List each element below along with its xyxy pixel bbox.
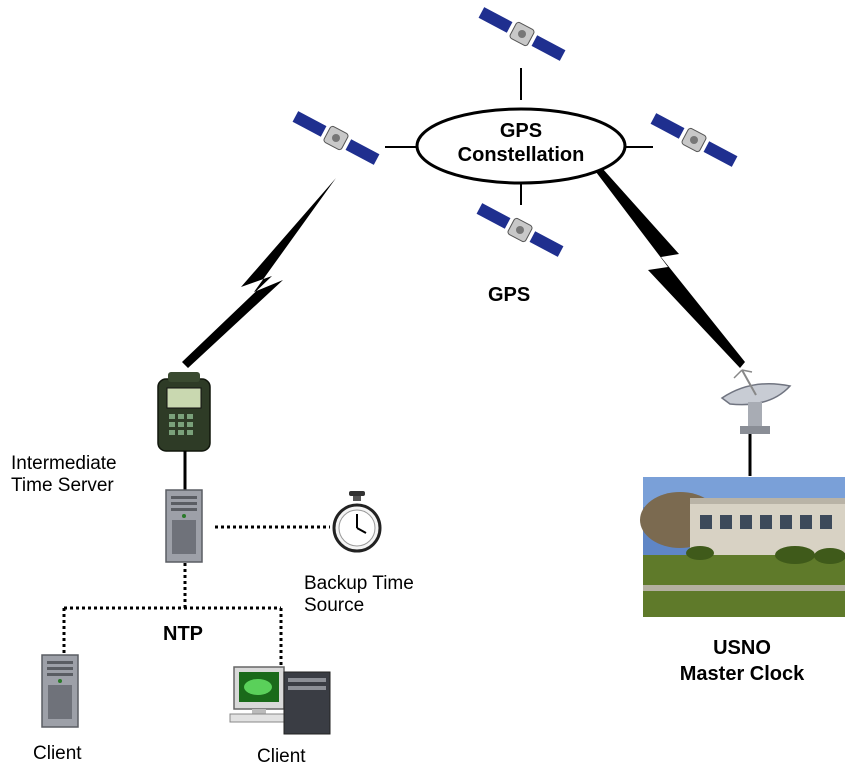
client-left-server-icon bbox=[41, 654, 79, 728]
satellite-icon-bottom bbox=[476, 202, 564, 258]
gps-label: GPS bbox=[488, 284, 531, 306]
usno-label-line2: Master Clock bbox=[679, 663, 805, 685]
satellite-dish-icon bbox=[720, 369, 792, 434]
intermediate-server-label-line2: Time Server bbox=[11, 475, 114, 496]
lightning-bolt-left bbox=[182, 178, 336, 368]
usno-building-photo bbox=[640, 477, 845, 617]
ntp-label: NTP bbox=[163, 623, 203, 645]
intermediate-server-icon bbox=[165, 489, 203, 563]
satellite-icon-right bbox=[650, 112, 738, 168]
lightning-bolt-right bbox=[596, 168, 745, 368]
stopwatch-icon bbox=[332, 491, 382, 553]
client-right-label: Client bbox=[257, 746, 306, 767]
client-right-workstation-icon bbox=[229, 666, 331, 735]
constellation-label-line1: GPS bbox=[499, 120, 543, 142]
backup-source-label-line1: Backup Time bbox=[304, 573, 414, 594]
gps-constellation-ellipse bbox=[415, 107, 627, 185]
intermediate-server-label-line1: Intermediate bbox=[11, 453, 117, 474]
satellite-icon-left bbox=[292, 110, 380, 166]
constellation-label-line2: Constellation bbox=[457, 144, 585, 166]
usno-label-line1: USNO bbox=[713, 637, 771, 659]
client-left-label: Client bbox=[33, 743, 82, 764]
satellite-icon-top bbox=[478, 6, 566, 62]
backup-source-label-line2: Source bbox=[304, 595, 365, 616]
gps-receiver-icon bbox=[157, 372, 211, 452]
